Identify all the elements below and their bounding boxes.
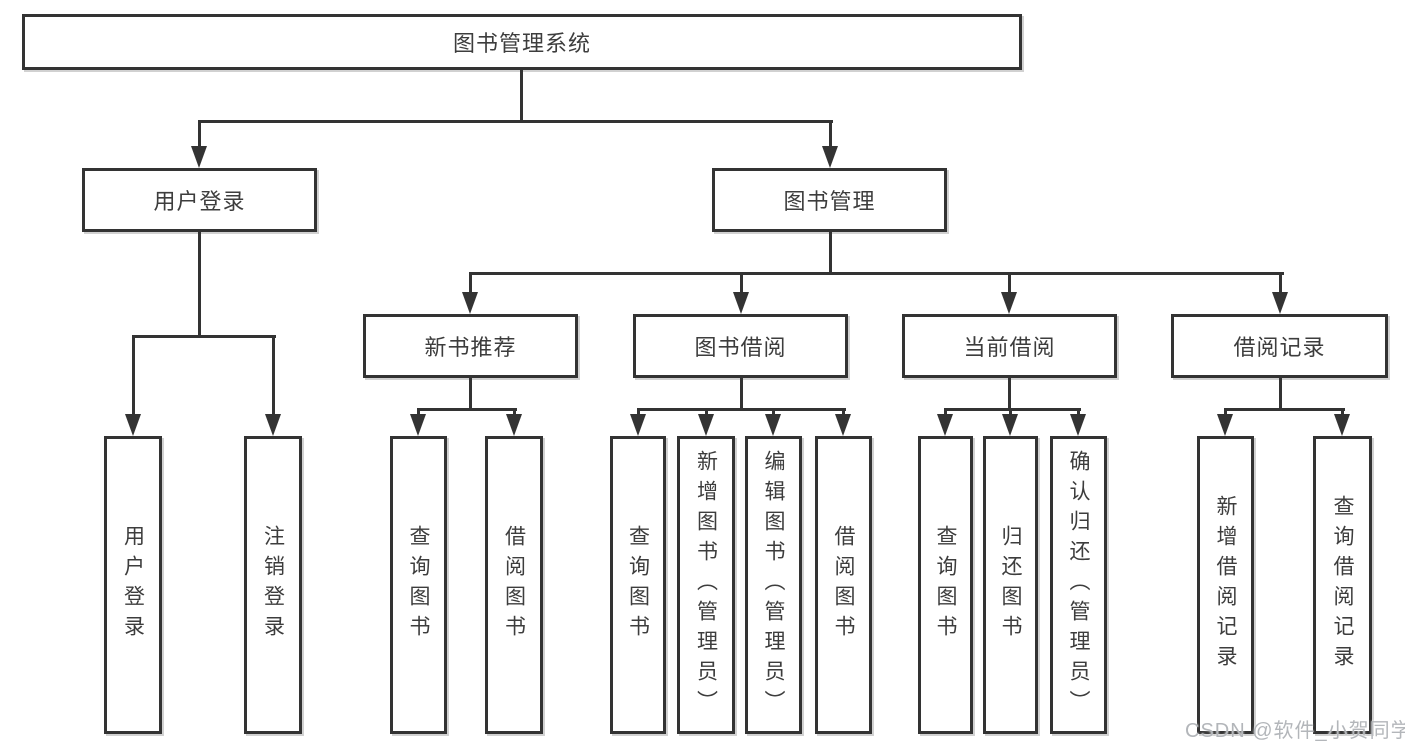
arrow-down-icon	[125, 414, 141, 436]
connector-line	[944, 408, 1081, 411]
node-label: 图书借阅	[694, 335, 787, 360]
connector-line	[1008, 272, 1011, 294]
connector-line	[1009, 408, 1012, 417]
arrow-down-icon	[506, 414, 522, 436]
node-library-management-system: 图书管理系统	[22, 14, 1022, 70]
connector-line	[1008, 378, 1011, 411]
connector-line	[1341, 408, 1344, 417]
connector-line	[1279, 378, 1282, 411]
arrow-down-icon	[1001, 292, 1017, 314]
connector-line	[272, 335, 275, 416]
arrow-down-icon	[835, 414, 851, 436]
connector-line	[637, 408, 846, 411]
connector-line	[772, 408, 775, 417]
node-label: 图书管理	[783, 189, 876, 214]
connector-line	[944, 408, 947, 417]
node-label: 图书管理系统	[452, 31, 591, 56]
arrow-down-icon	[191, 146, 207, 168]
node-query-books-current: 查询图书	[918, 436, 973, 734]
arrow-down-icon	[265, 414, 281, 436]
arrow-down-icon	[822, 146, 838, 168]
node-label: 用户登录	[121, 525, 145, 645]
arrow-down-icon	[937, 414, 953, 436]
connector-line	[513, 408, 516, 417]
connector-line	[198, 232, 201, 338]
connector-line	[705, 408, 708, 417]
node-confirm-return-admin: 确认归还（管理员）	[1050, 436, 1107, 734]
connector-line	[469, 272, 1284, 275]
connector-line	[417, 408, 420, 417]
node-current-borrowing: 当前借阅	[902, 314, 1117, 378]
node-edit-books-admin: 编辑图书（管理员）	[745, 436, 802, 734]
node-logout-leaf: 注销登录	[244, 436, 302, 734]
node-label: 查询借阅记录	[1331, 495, 1354, 675]
connector-line	[132, 335, 135, 416]
node-query-borrow-record: 查询借阅记录	[1313, 436, 1372, 734]
node-query-books-borrowing: 查询图书	[610, 436, 666, 734]
node-borrowing-records: 借阅记录	[1171, 314, 1388, 378]
connector-line	[842, 408, 845, 417]
arrow-down-icon	[765, 414, 781, 436]
node-label: 归还图书	[999, 525, 1022, 645]
node-new-book-recommendation: 新书推荐	[363, 314, 578, 378]
arrow-down-icon	[733, 292, 749, 314]
node-label: 编辑图书（管理员）	[762, 450, 785, 720]
node-label: 借阅图书	[832, 525, 855, 645]
arrow-down-icon	[698, 414, 714, 436]
connector-line	[469, 378, 472, 411]
node-label: 注销登录	[261, 525, 285, 645]
node-user-login-leaf: 用户登录	[104, 436, 162, 734]
node-label: 确认归还（管理员）	[1067, 450, 1090, 720]
connector-line	[829, 120, 832, 148]
node-label: 借阅图书	[502, 525, 526, 645]
node-borrow-books-recommend: 借阅图书	[485, 436, 543, 734]
node-label: 用户登录	[153, 189, 246, 214]
connector-line	[198, 120, 833, 123]
connector-line	[740, 272, 743, 294]
arrow-down-icon	[1217, 414, 1233, 436]
connector-line	[740, 378, 743, 411]
node-label: 查询图书	[934, 525, 957, 645]
node-label: 新增借阅记录	[1214, 495, 1237, 675]
connector-line	[132, 335, 276, 338]
node-add-books-admin: 新增图书（管理员）	[677, 436, 735, 734]
arrow-down-icon	[462, 292, 478, 314]
connector-line	[1224, 408, 1227, 417]
csdn-watermark: CSDN @软件_小贺同学	[1185, 720, 1405, 742]
connector-line	[469, 272, 472, 294]
node-borrow-books-borrowing: 借阅图书	[815, 436, 872, 734]
node-label: 查询图书	[626, 525, 650, 645]
node-return-books: 归还图书	[983, 436, 1038, 734]
connector-line	[417, 408, 517, 411]
arrow-down-icon	[630, 414, 646, 436]
arrow-down-icon	[1002, 414, 1018, 436]
node-book-management: 图书管理	[712, 168, 947, 232]
arrow-down-icon	[1272, 292, 1288, 314]
connector-line	[1077, 408, 1080, 417]
node-label: 新增图书（管理员）	[694, 450, 718, 720]
arrow-down-icon	[1334, 414, 1350, 436]
connector-line	[520, 70, 523, 123]
node-query-books-recommend: 查询图书	[390, 436, 447, 734]
connector-line	[1224, 408, 1345, 411]
connector-line	[1279, 272, 1282, 294]
arrow-down-icon	[1070, 414, 1086, 436]
node-label: 借阅记录	[1233, 335, 1326, 360]
node-label: 当前借阅	[963, 335, 1056, 360]
node-book-borrowing: 图书借阅	[633, 314, 848, 378]
arrow-down-icon	[410, 414, 426, 436]
connector-line	[829, 232, 832, 275]
node-user-login: 用户登录	[82, 168, 317, 232]
connector-line	[198, 120, 201, 148]
connector-line	[637, 408, 640, 417]
node-label: 查询图书	[407, 525, 430, 645]
node-add-borrow-record: 新增借阅记录	[1197, 436, 1254, 734]
node-label: 新书推荐	[424, 335, 517, 360]
